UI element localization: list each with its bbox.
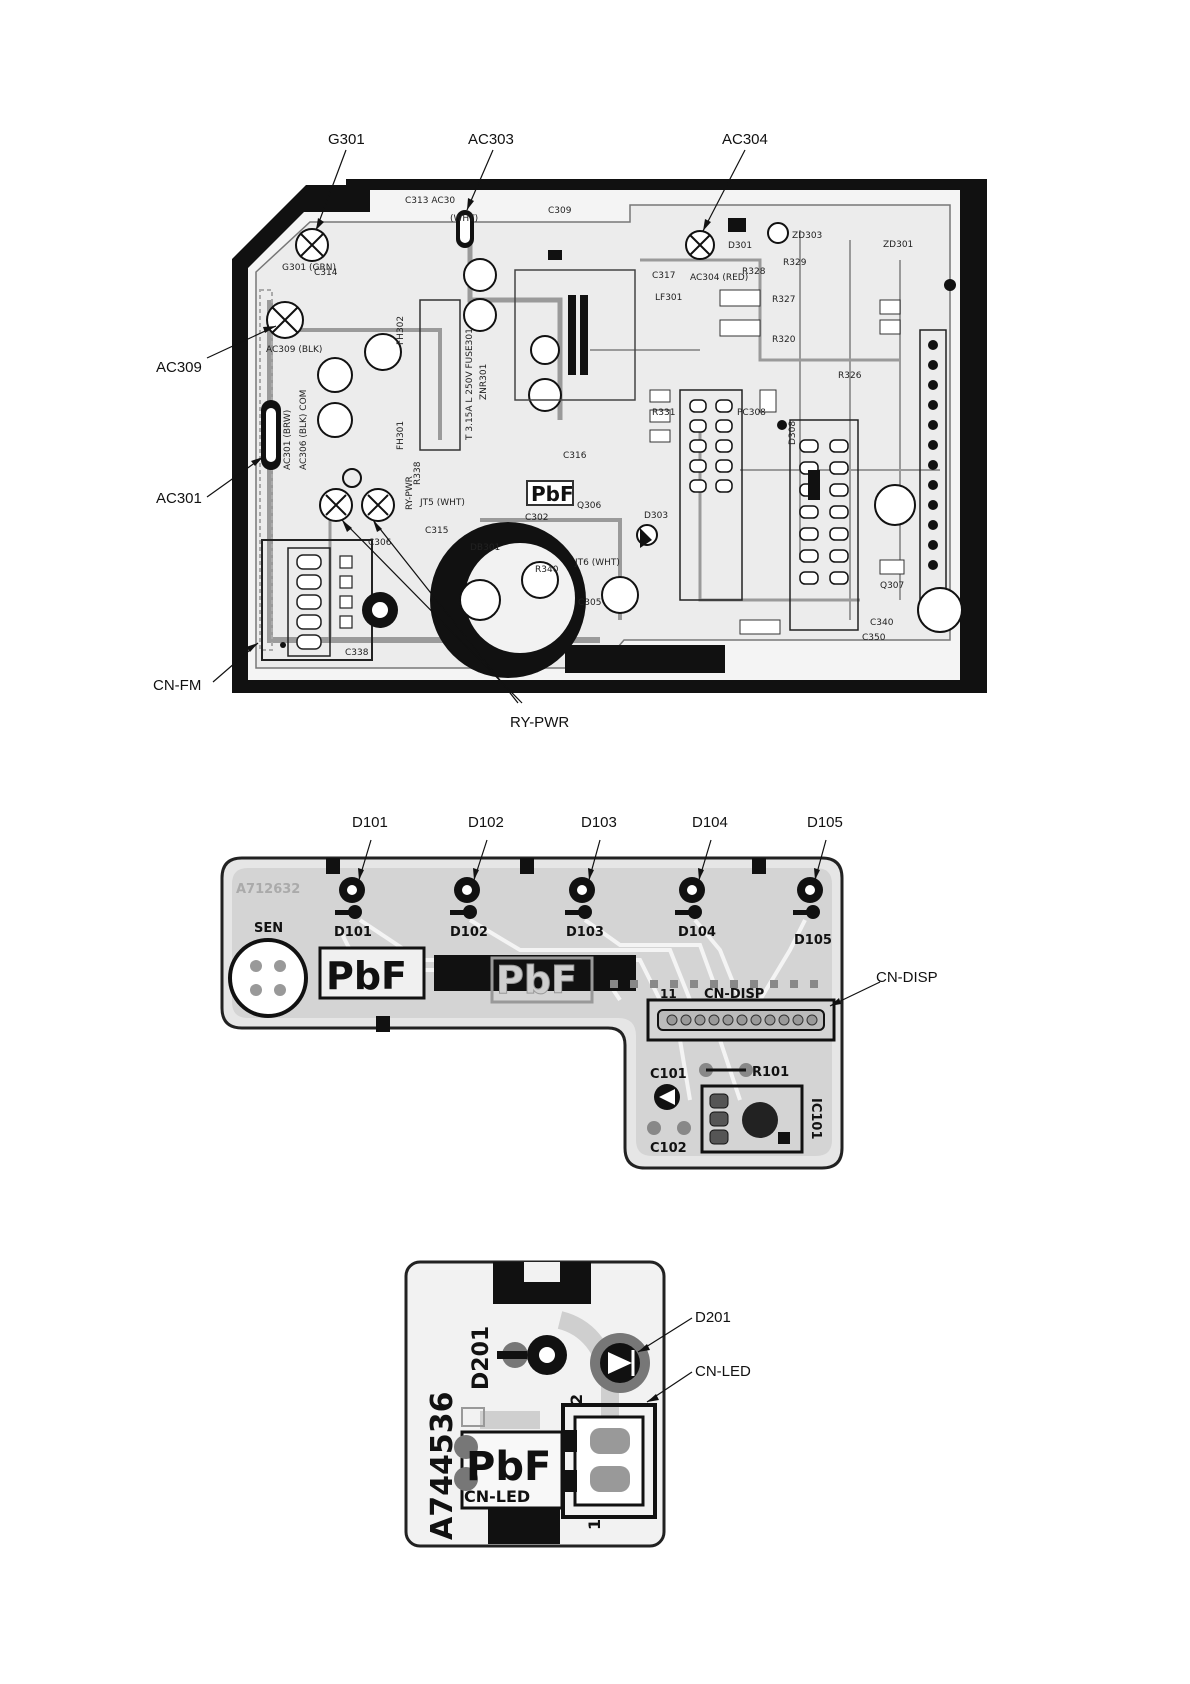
silk-jt5: JT5 (WHT) [419, 498, 465, 508]
silk-jt6: JT6 (WHT) [574, 558, 620, 568]
silk-r327: R327 [772, 295, 795, 305]
silk-ry-pwr: RY-PWR [405, 476, 415, 510]
callout-ac304: AC304 [722, 131, 768, 148]
silk-r101: R101 [752, 1065, 789, 1080]
silk-ac301-brw: AC301 (BRW) [283, 410, 293, 470]
silk-cn-led: CN-LED [464, 1487, 530, 1506]
silk-c338: C338 [345, 648, 369, 658]
silk-r340: R340 [535, 565, 559, 575]
silk-sen: SEN [254, 921, 283, 936]
silk-pc308: PC308 [737, 408, 766, 418]
main-board: C313 AC30 C309 G301 (GRN) C314 AC309 (BL… [232, 179, 987, 693]
led-board-silkscreen: A744536 D201 PbF CN-LED 2 1 [425, 1326, 604, 1540]
silk-pin-1: 1 [585, 1519, 604, 1530]
display-board-silkscreen: A712632 SEN D101 D102 D103 D104 D105 PbF… [236, 882, 832, 1156]
callout-d103: D103 [581, 814, 617, 831]
silk-d303: D303 [644, 511, 668, 521]
silk-lf301: LF301 [655, 293, 682, 303]
silk-ac306: AC306 (BLK) COM [299, 390, 309, 470]
silk-r328: R328 [742, 267, 766, 277]
silk-c102: C102 [650, 1141, 687, 1156]
silk-d308: D308 [788, 421, 798, 445]
silk-wht: (WHT) [450, 214, 478, 224]
led-board-callouts: D201 CN-LED [637, 1309, 751, 1403]
callout-ac301: AC301 [156, 490, 202, 507]
silk-c314: C314 [314, 268, 338, 278]
silk-c340: C340 [870, 618, 894, 628]
callout-cn-fm: CN-FM [153, 677, 201, 694]
silk-d104: D104 [678, 925, 716, 940]
silk-fh301: FH301 [396, 421, 406, 450]
silk-c350: C350 [862, 633, 886, 643]
silk-r331: R331 [652, 408, 675, 418]
silk-c305: C305 [578, 598, 601, 608]
led-board: A744536 D201 PbF CN-LED 2 1 [404, 1260, 666, 1548]
callout-d201: D201 [695, 1309, 731, 1326]
silk-r320: R320 [772, 335, 796, 345]
callout-ac309: AC309 [156, 359, 202, 376]
callout-d105: D105 [807, 814, 843, 831]
silk-pbf-1: PbF [326, 954, 407, 998]
silk-c313: C313 AC30 [405, 196, 455, 206]
callout-d104: D104 [692, 814, 728, 831]
main-board-silkscreen: C313 AC30 C309 G301 (GRN) C314 AC309 (BL… [266, 196, 913, 658]
silk-d105: D105 [794, 933, 832, 948]
cn-disp-connector [646, 998, 836, 1042]
silk-pbf-2: PbF [496, 958, 577, 1002]
silk-fh302: FH302 [396, 316, 406, 345]
callout-g301: G301 [328, 131, 365, 148]
callout-d102: D102 [468, 814, 504, 831]
callout-ry-pwr: RY-PWR [510, 714, 569, 731]
silk-c101: C101 [650, 1067, 687, 1082]
silk-ac309-blk: AC309 (BLK) [266, 345, 322, 355]
silk-c302: C302 [525, 513, 548, 523]
silk-zd303: ZD303 [792, 231, 822, 241]
callout-d101: D101 [352, 814, 388, 831]
silk-zd301: ZD301 [883, 240, 913, 250]
silk-g301-grn: G301 (GRN) [282, 263, 336, 273]
silk-pbf-led: PbF [466, 1444, 551, 1490]
silk-q307: Q307 [880, 581, 904, 591]
silk-cn-disp: CN-DISP [704, 987, 764, 1002]
svg-text:PbF: PbF [531, 482, 574, 506]
silk-d101: D101 [334, 925, 372, 940]
silk-c309: C309 [548, 206, 572, 216]
silk-r338: R338 [413, 461, 423, 485]
silk-c306: C306 [368, 538, 392, 548]
silk-ic101: IC101 [808, 1098, 823, 1140]
silk-q306: Q306 [577, 501, 602, 511]
silk-r329: R329 [783, 258, 807, 268]
silk-c315: C315 [425, 526, 448, 536]
silk-db301: DB301 [470, 543, 500, 553]
silk-d301: D301 [728, 241, 752, 251]
silk-ac304-red: AC304 (RED) [690, 273, 748, 283]
silk-pin-11: 11 [660, 987, 677, 1001]
callout-cn-disp: CN-DISP [876, 969, 938, 986]
silk-fuse: T 3.15A L 250V FUSE301 [465, 328, 475, 441]
silk-c317: C317 [652, 271, 675, 281]
silk-a744536: A744536 [425, 1392, 460, 1540]
silk-pin-2: 2 [567, 1394, 586, 1405]
display-board-callouts: D101 D102 D103 D104 D105 CN-DISP [352, 814, 938, 1007]
sensor-sen [228, 938, 308, 1018]
main-board-callouts: G301 AC303 AC304 AC309 AC301 CN-FM RY-PW… [153, 131, 768, 731]
silk-d201: D201 [469, 1326, 494, 1390]
silk-d103: D103 [566, 925, 604, 940]
display-leds [335, 877, 823, 919]
silk-a712632: A712632 [236, 882, 300, 897]
silk-znr301: ZNR301 [479, 364, 489, 400]
silk-c316: C316 [563, 451, 587, 461]
silk-r326: R326 [838, 371, 862, 381]
callout-ac303: AC303 [468, 131, 514, 148]
silk-d102: D102 [450, 925, 488, 940]
silk-pbf-main: PbF [526, 480, 574, 506]
callout-cn-led: CN-LED [695, 1363, 751, 1380]
display-board: A712632 SEN D101 D102 D103 D104 D105 PbF… [220, 856, 844, 1170]
